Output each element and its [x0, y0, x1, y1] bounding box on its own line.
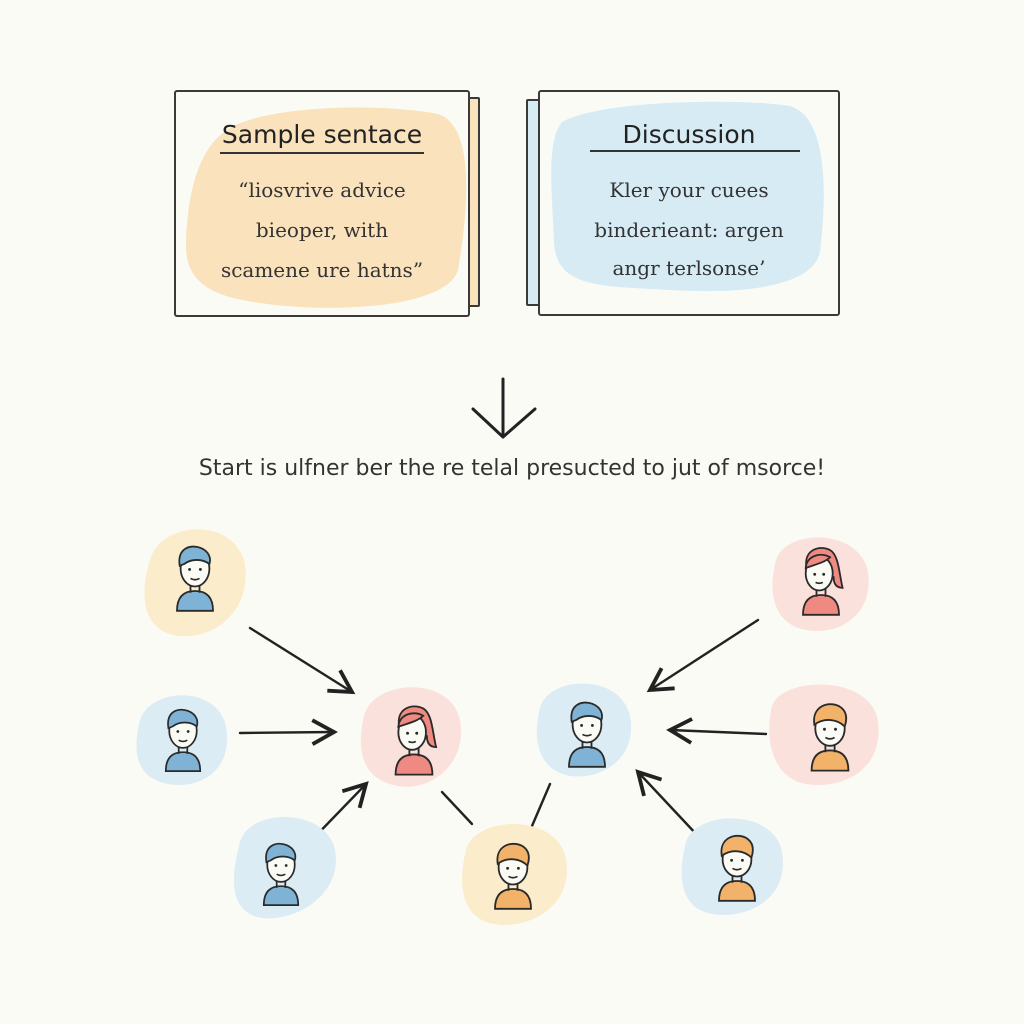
- arrow-bottom-right: [635, 769, 700, 838]
- person-bottom-left: [233, 817, 336, 919]
- person-center-bottom: [462, 823, 567, 925]
- person-mid-right: [769, 684, 879, 786]
- person-center-right: [536, 683, 632, 777]
- person-top-right: [772, 537, 869, 631]
- down-arrow-icon: [471, 377, 537, 439]
- discussion-card-title-rule: [590, 150, 800, 152]
- discussion-card-line-1: Kler your cuees: [609, 178, 769, 202]
- discussion-card-line-2: binderieant: argen: [594, 218, 784, 242]
- person-orange-icon: [810, 703, 850, 772]
- person-center-left: [360, 687, 462, 787]
- person-blue-icon: [164, 708, 202, 772]
- discussion-card-highlight: [551, 101, 824, 292]
- arrow-top-right: [646, 618, 760, 693]
- sample-card-line-1: “liosvrive advice: [238, 178, 406, 202]
- discussion-card-line-3: angr terlsonse’: [612, 256, 766, 280]
- arrow-top-left: [248, 626, 356, 695]
- discussion-card-title: Discussion: [622, 120, 756, 149]
- person-blue-icon: [176, 545, 214, 612]
- sample-card-line-2: bieoper, with: [255, 218, 389, 242]
- arrow-mid-left: [238, 718, 338, 746]
- sample-card-title-rule: [220, 152, 424, 154]
- person-blue-icon: [568, 701, 606, 768]
- person-mid-left: [136, 695, 228, 786]
- person-coral-icon: [394, 705, 438, 776]
- sample-card: Sample sentace “liosvrive advice bieoper…: [174, 90, 470, 317]
- network-arrows: [238, 618, 768, 848]
- arrow-mid-right: [666, 717, 768, 745]
- person-orange-icon: [494, 842, 532, 910]
- person-coral-icon: [802, 547, 844, 616]
- sample-card-highlight: [185, 107, 467, 308]
- discussion-card: Discussion Kler your cuees binderieant: …: [538, 90, 840, 316]
- person-blue-icon: [262, 842, 300, 906]
- person-top-left: [144, 529, 246, 637]
- person-orange-icon: [718, 834, 756, 902]
- line-center-left-to-bottom: [440, 790, 474, 826]
- sample-card-line-3: scamene ure hatns”: [220, 258, 424, 282]
- caption: Start is ulfner ber the re telal presuct…: [198, 456, 826, 481]
- person-bottom-right: [681, 818, 783, 915]
- sample-card-title: Sample sentace: [221, 120, 423, 149]
- line-center-right-to-bottom: [530, 782, 552, 828]
